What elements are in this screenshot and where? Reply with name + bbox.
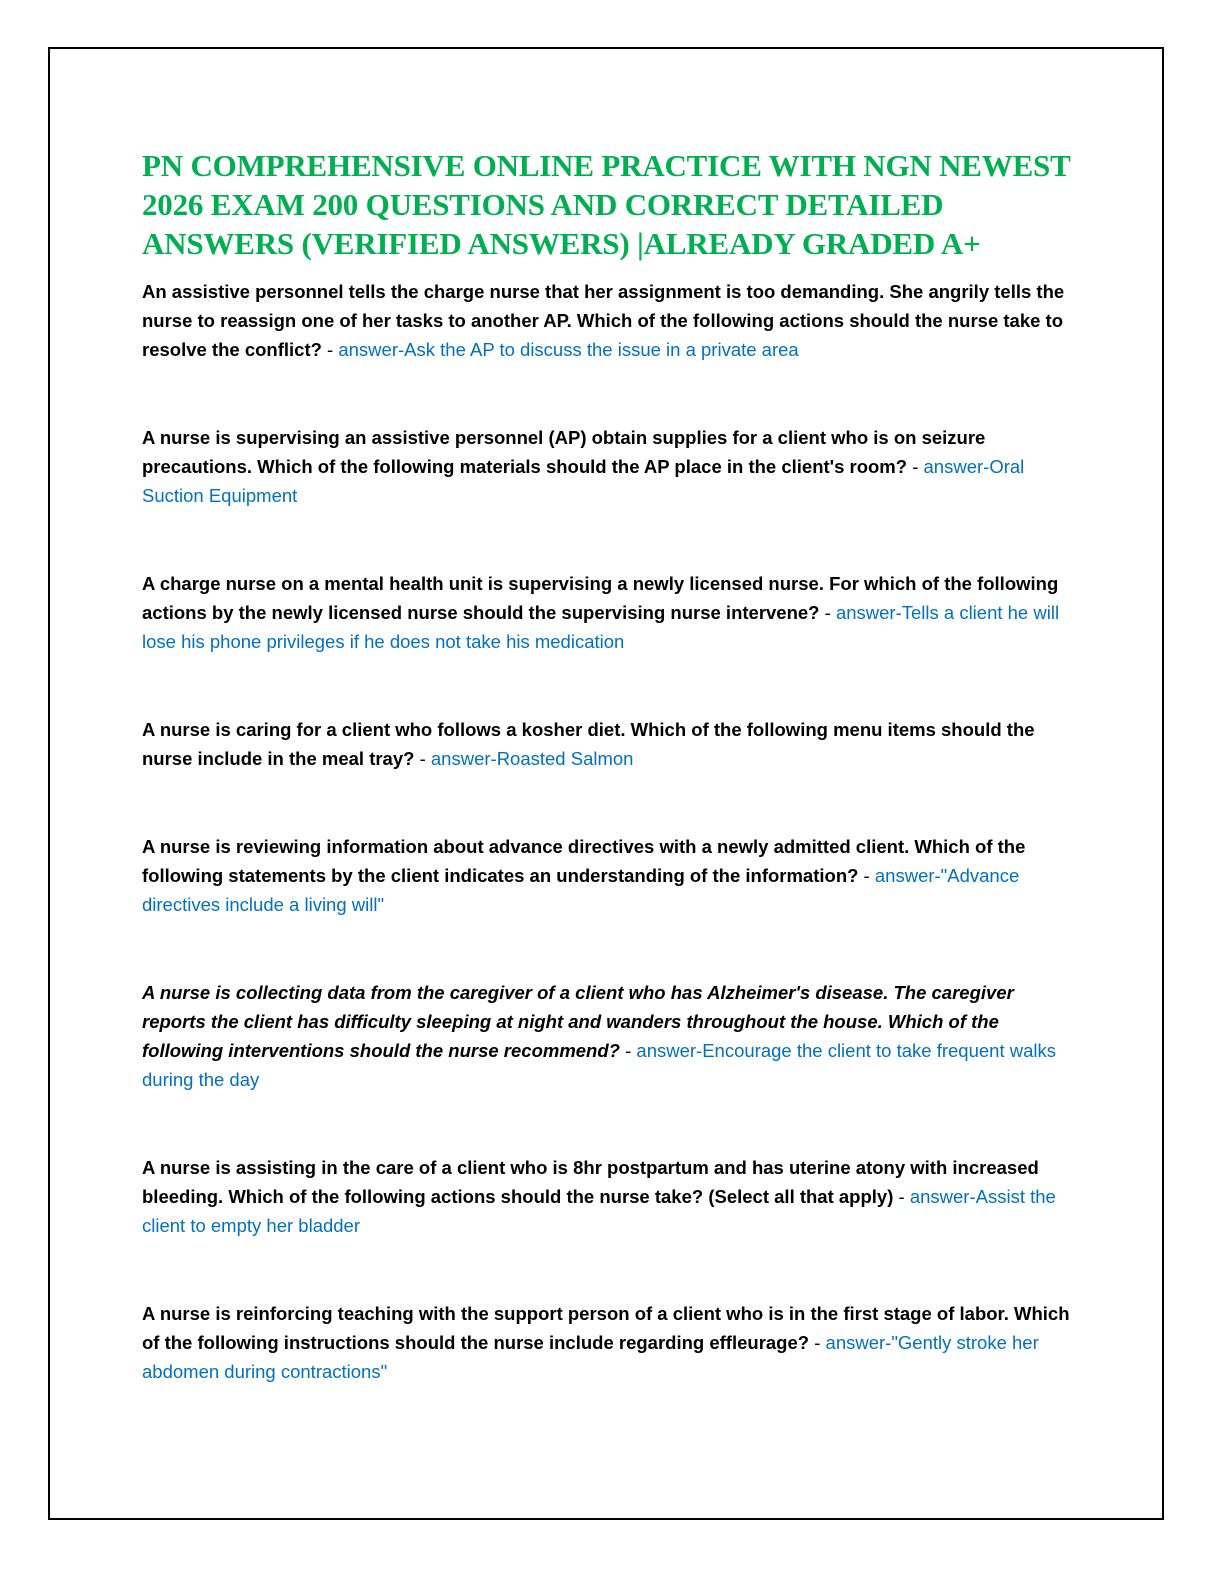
qa-item: A nurse is supervising an assistive pers… [142, 423, 1077, 510]
document-title: PN COMPREHENSIVE ONLINE PRACTICE WITH NG… [142, 148, 1071, 261]
qa-item: An assistive personnel tells the charge … [142, 277, 1077, 364]
question-text: A nurse is assisting in the care of a cl… [142, 1157, 1039, 1207]
answer-text: answer-Ask the AP to discuss the issue i… [338, 339, 799, 360]
page-border [48, 47, 1164, 1520]
answer-separator: - [321, 339, 339, 360]
answer-separator: - [619, 1040, 637, 1061]
document-body: PN COMPREHENSIVE ONLINE PRACTICE WITH NG… [142, 146, 1077, 1386]
answer-separator: - [907, 456, 924, 477]
answer-text: answer-Tells a client he will lose his p… [142, 602, 1060, 652]
answer-text: answer-Encourage the client to take freq… [142, 1040, 1056, 1090]
answer-text: answer-Roasted Salmon [430, 748, 634, 769]
answer-separator: - [414, 748, 431, 769]
answer-separator: - [819, 602, 836, 623]
question-text: A nurse is supervising an assistive pers… [142, 427, 986, 477]
qa-item: A nurse is reviewing information about a… [142, 832, 1077, 919]
answer-text: answer-Assist the client to empty her bl… [142, 1186, 1056, 1236]
question-text: A nurse is caring for a client who follo… [142, 719, 1035, 769]
question-text: A nurse is collecting data from the care… [142, 982, 1014, 1061]
answer-text: answer-"Advance directives include a liv… [142, 865, 1020, 915]
answer-text: answer-"Gently stroke her abdomen during… [142, 1332, 1039, 1382]
qa-item: A charge nurse on a mental health unit i… [142, 569, 1077, 656]
question-text: An assistive personnel tells the charge … [142, 281, 1065, 360]
answer-text: answer-Oral Suction Equipment [142, 456, 1025, 506]
answer-separator: - [893, 1186, 910, 1207]
question-text: A charge nurse on a mental health unit i… [142, 573, 1059, 623]
answer-separator: - [809, 1332, 826, 1353]
question-text: A nurse is reviewing information about a… [142, 836, 1026, 886]
qa-item: A nurse is collecting data from the care… [142, 978, 1077, 1094]
qa-item: A nurse is reinforcing teaching with the… [142, 1299, 1077, 1386]
qa-item: A nurse is caring for a client who follo… [142, 715, 1077, 773]
qa-item: A nurse is assisting in the care of a cl… [142, 1153, 1077, 1240]
question-text: A nurse is reinforcing teaching with the… [142, 1303, 1070, 1353]
answer-separator: - [858, 865, 875, 886]
